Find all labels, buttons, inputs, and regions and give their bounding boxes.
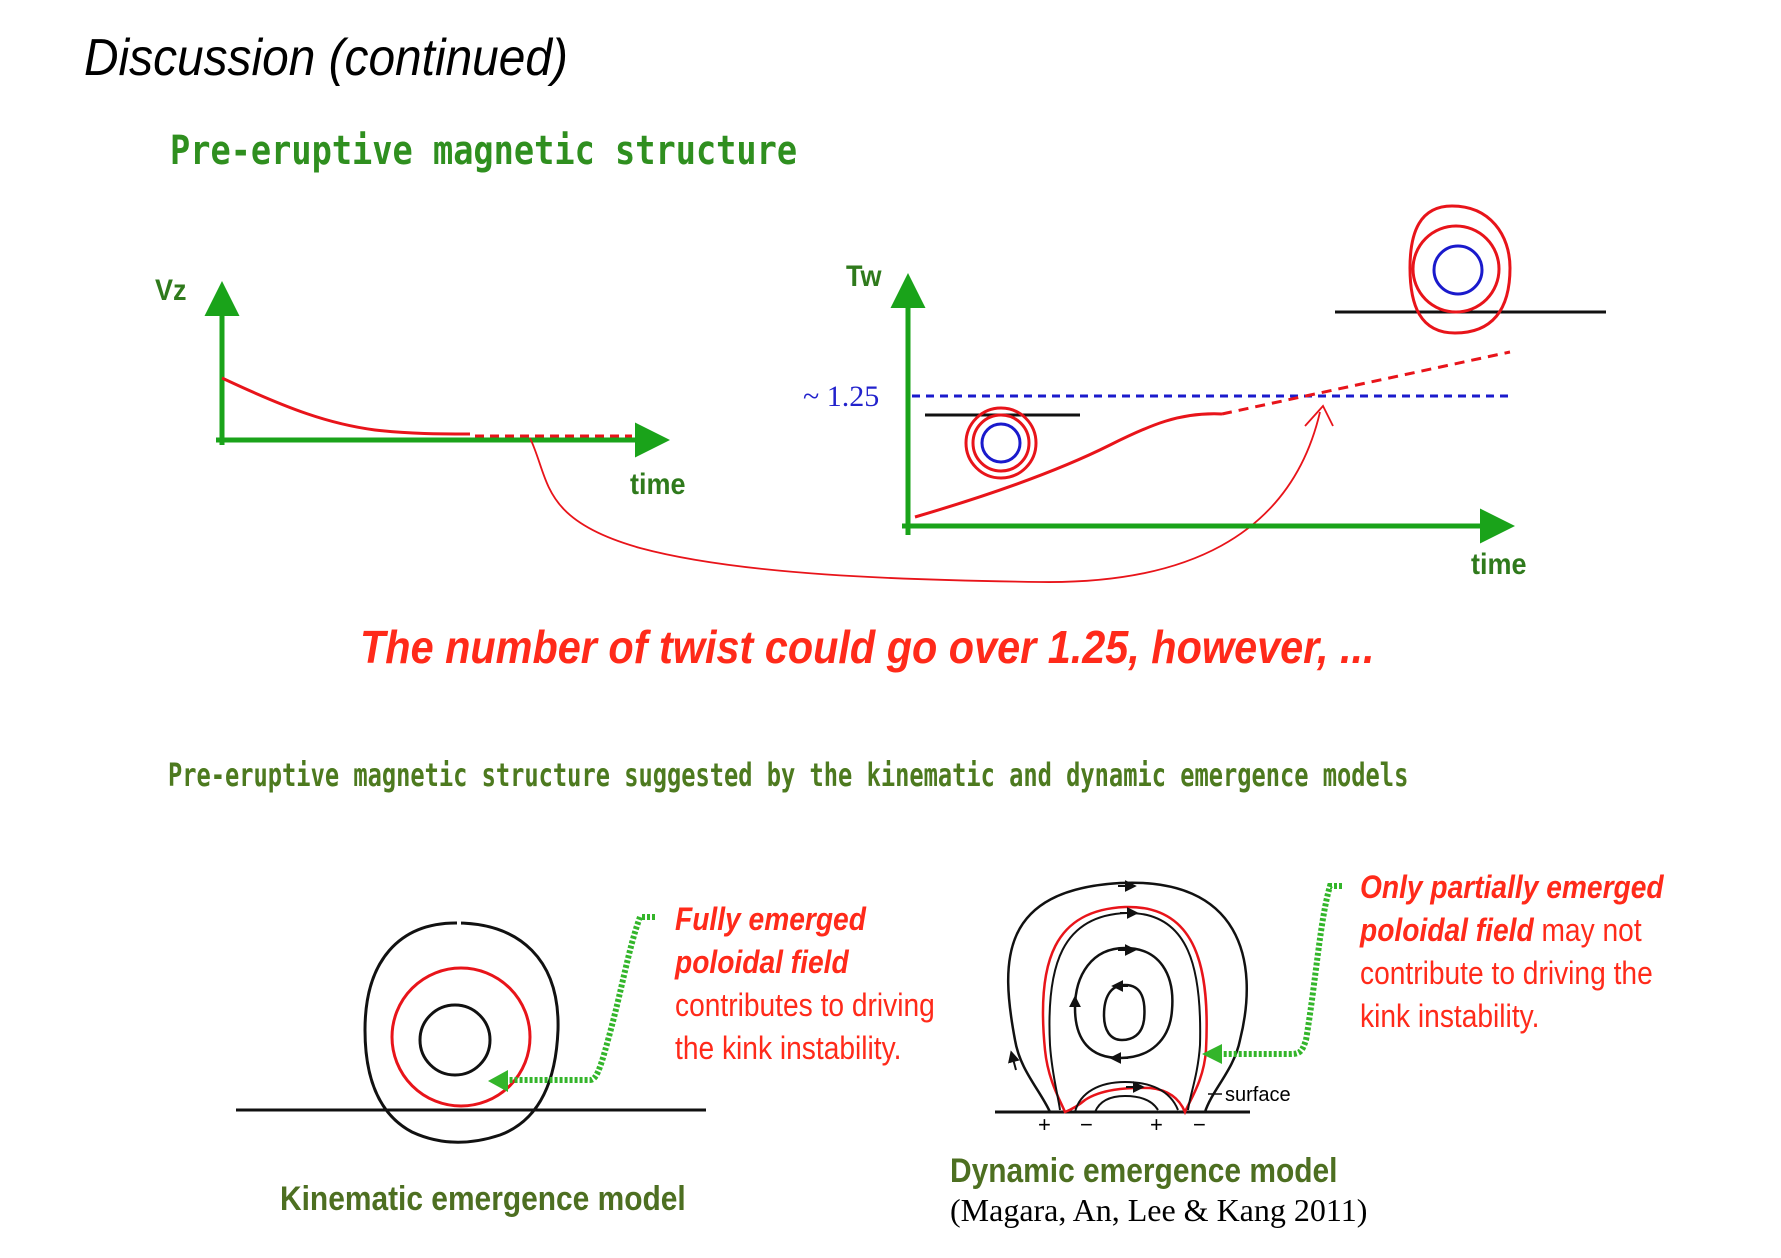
kinematic-note-bold-1: Fully emerged <box>675 901 866 937</box>
dynamic-outer-loop <box>1007 881 1248 1113</box>
large-tube-core <box>1432 244 1484 296</box>
kinematic-outer-loop <box>363 921 560 1144</box>
small-tube-outer-ring <box>964 406 1038 480</box>
surface-label: surface <box>1225 1084 1291 1106</box>
dynamic-note-line-3: contribute to driving the <box>1360 955 1653 991</box>
dynamic-bottom-arc <box>1074 1080 1179 1113</box>
kinematic-caption: Kinematic emergence model <box>280 1180 686 1218</box>
connector-arrow <box>529 411 1321 583</box>
polarity-minus-1: − <box>1080 1112 1093 1137</box>
kinematic-red-loop <box>390 966 532 1108</box>
subtitle-bottom: Pre-eruptive magnetic structure suggeste… <box>168 756 1409 794</box>
dynamic-pointer-arrow <box>1222 883 1342 1057</box>
dynamic-flow-arrow-6 <box>1008 1050 1020 1071</box>
citation: (Magara, An, Lee & Kang 2011) <box>950 1192 1368 1228</box>
twist-statement: The number of twist could go over 1.25, … <box>360 621 1375 673</box>
tw-axis-label: Tw <box>846 260 882 293</box>
vz-curve <box>221 376 471 436</box>
kinematic-note: Fully emerged poloidal field contributes… <box>675 898 935 1070</box>
kinematic-note-bold-2: poloidal field <box>675 944 849 980</box>
large-tube-outer-ring <box>1408 204 1512 335</box>
dynamic-model <box>995 880 1342 1116</box>
tw-curve <box>914 412 1223 519</box>
vz-axis-label: Vz <box>155 274 187 307</box>
dynamic-note-line-4: kink instability. <box>1360 998 1540 1034</box>
dynamic-red-loop <box>1041 905 1208 1116</box>
dynamic-pointer-head <box>1202 1044 1222 1064</box>
dynamic-note-bold-2: poloidal field <box>1360 912 1534 948</box>
polarity-minus-2: − <box>1193 1112 1206 1137</box>
dynamic-inner-loop <box>1102 983 1146 1042</box>
small-tube-core <box>980 422 1022 464</box>
dynamic-note-rest-2: may not <box>1533 912 1642 948</box>
left-time-label: time <box>630 468 686 501</box>
tw-curve-dashed <box>1221 350 1511 416</box>
dynamic-caption: Dynamic emergence model <box>950 1152 1338 1190</box>
left-graph <box>204 281 670 458</box>
subtitle-top: Pre-eruptive magnetic structure <box>170 128 798 174</box>
right-time-label: time <box>1471 548 1527 581</box>
kinematic-model <box>236 914 706 1144</box>
polarity-plus-2: + <box>1150 1112 1163 1137</box>
kinematic-note-line-4: the kink instability. <box>675 1030 902 1066</box>
kinematic-core-loop <box>418 1003 492 1077</box>
kinematic-pointer-arrow <box>508 914 655 1083</box>
polarity-plus-1: + <box>1038 1112 1051 1137</box>
kinematic-note-line-3: contributes to driving <box>675 987 935 1023</box>
threshold-label: ~ 1.25 <box>803 380 880 413</box>
connector-arrow-head <box>1304 404 1334 427</box>
dynamic-bottom-inner-arc <box>1094 1094 1159 1113</box>
dynamic-note: Only partially emerged poloidal field ma… <box>1360 866 1664 1038</box>
kinematic-pointer-head <box>488 1070 508 1092</box>
dynamic-second-loop <box>1048 911 1202 1111</box>
slide-title: Discussion (continued) <box>84 29 568 87</box>
right-graph <box>890 204 1606 544</box>
dynamic-middle-loop <box>1073 946 1174 1060</box>
large-tube-inner-ring <box>1411 224 1501 314</box>
dynamic-note-bold-1: Only partially emerged <box>1360 869 1664 905</box>
small-tube-inner-ring <box>971 413 1031 473</box>
